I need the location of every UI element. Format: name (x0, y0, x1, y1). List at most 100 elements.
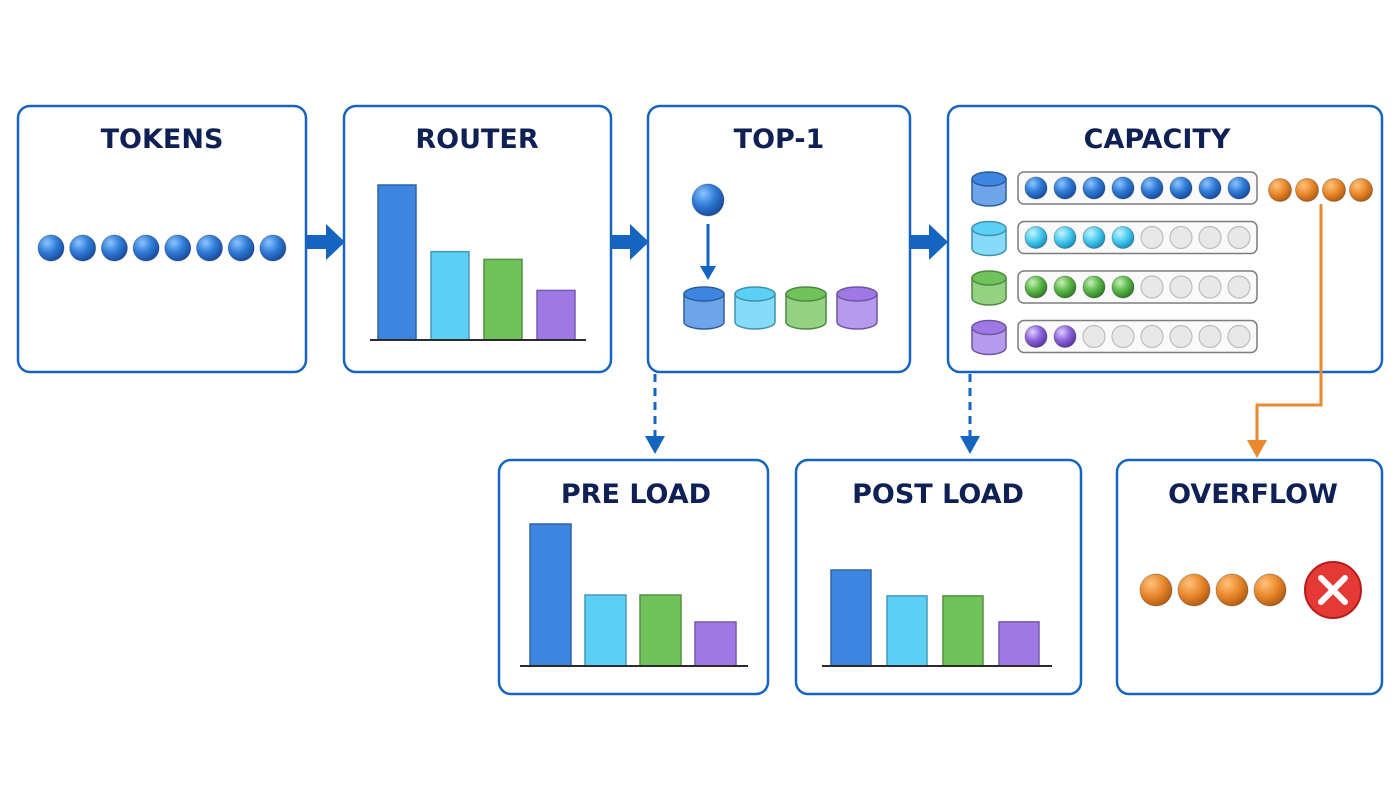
capacity-slot-filled (1082, 226, 1106, 249)
capacity-slots (971, 171, 1258, 356)
panel-overflow: OVERFLOW (1115, 458, 1384, 696)
capacity-slot-filled (1024, 176, 1048, 200)
capacity-slot-empty (1140, 225, 1164, 250)
token (37, 234, 65, 262)
panel-router: ROUTER (342, 104, 613, 374)
capacity-expert-cylinder-1 (971, 171, 1007, 207)
capacity-slot-empty (1169, 275, 1193, 299)
route-arrow-head (700, 266, 716, 280)
capacity-slot-filled (1140, 176, 1164, 200)
expert-cylinder-1 (683, 286, 725, 330)
capacity-slot-filled (1024, 226, 1048, 249)
token (196, 234, 223, 262)
panel-title-tokens: TOKENS (101, 124, 224, 155)
capacity-slot-filled (1053, 325, 1077, 348)
router-bar-chart (370, 184, 586, 341)
panel-title-overflow: OVERFLOW (1168, 479, 1338, 510)
router-bars-bar-2 (430, 250, 470, 341)
capacity-slot-empty (1082, 324, 1106, 349)
capacity-slot-empty (1140, 324, 1164, 349)
panel-title-post-load: POST LOAD (852, 479, 1024, 510)
overflow-token (1268, 178, 1292, 202)
capacity-slot-filled (1111, 275, 1135, 299)
expert-cylinder-3 (785, 286, 827, 330)
selected-token (691, 183, 725, 217)
capacity-slot-empty (1227, 225, 1251, 250)
panel-title-top1: TOP-1 (734, 124, 825, 155)
capacity-slot-filled (1111, 226, 1135, 249)
top1-selection (683, 183, 878, 330)
pre-bars-bar-2 (584, 594, 627, 667)
pre-bars-bar-1 (529, 523, 572, 667)
overflow-token (1349, 178, 1373, 202)
overflow-token (1295, 178, 1319, 202)
capacity-slot-filled (1111, 176, 1135, 200)
capacity-slot-empty (1227, 275, 1251, 299)
dropped-token-row (1139, 573, 1287, 607)
capacity-slot-filled (1024, 275, 1048, 299)
arrow-tokens-to-router (307, 224, 345, 260)
capacity-slot-frame-4 (1017, 319, 1258, 354)
capacity-slot-empty (1140, 275, 1164, 299)
arrow-top1-to-capacity (910, 224, 948, 260)
capacity-expert-cylinder-4 (971, 319, 1007, 356)
x-circle-icon (1304, 561, 1362, 619)
token (132, 234, 160, 262)
capacity-expert-cylinder-2 (971, 220, 1007, 257)
router-bars-bar-4 (536, 289, 576, 341)
dashed-arrow-capacity-to-post-load (960, 374, 980, 454)
token-row (37, 234, 287, 262)
panel-tokens: TOKENS (16, 104, 308, 374)
capacity-slot-empty (1227, 324, 1251, 349)
capacity-slot-filled (1082, 275, 1106, 299)
capacity-slot-filled (1053, 226, 1077, 249)
capacity-slot-filled (1024, 325, 1048, 348)
capacity-overflow-tokens (1268, 178, 1373, 202)
pre-bars-bar-3 (639, 594, 682, 667)
panel-capacity: CAPACITY (946, 104, 1384, 374)
router-bars-bar-3 (483, 258, 523, 341)
dashed-arrow-top1-to-pre-load (645, 374, 665, 454)
token (164, 234, 192, 262)
capacity-slot-filled (1082, 176, 1106, 200)
token (69, 234, 97, 262)
capacity-slot-frame-3 (1017, 270, 1258, 304)
panel-top1: TOP-1 (646, 104, 912, 374)
panel-title-pre-load: PRE LOAD (561, 479, 711, 510)
arrow-router-to-top1 (611, 224, 649, 260)
capacity-slot-filled (1053, 176, 1077, 200)
pre-bars-bar-4 (694, 621, 737, 667)
post-load-bar-chart (822, 569, 1052, 667)
capacity-slot-empty (1198, 324, 1222, 349)
post-bars-bar-2 (886, 595, 928, 667)
panel-pre-load: PRE LOAD (497, 458, 770, 696)
post-bars-bar-1 (830, 569, 872, 667)
pre-load-bar-chart (520, 523, 748, 667)
capacity-slot-filled (1227, 176, 1251, 200)
capacity-slot-filled (1169, 176, 1193, 200)
capacity-slot-empty (1198, 225, 1222, 250)
overflow-token (1322, 178, 1346, 202)
arrow-capacity-to-overflow (1247, 204, 1323, 458)
expert-cylinder-2 (734, 286, 776, 330)
capacity-slot-filled (1198, 176, 1222, 200)
dropped-token (1139, 573, 1173, 607)
capacity-slot-empty (1169, 324, 1193, 349)
token (227, 234, 255, 262)
dropped-token (1177, 573, 1211, 607)
capacity-slot-empty (1111, 324, 1135, 349)
capacity-slot-filled (1053, 275, 1077, 299)
dropped-token (1253, 573, 1287, 607)
post-bars-bar-4 (998, 621, 1040, 667)
capacity-slot-empty (1169, 225, 1193, 250)
panel-title-capacity: CAPACITY (1084, 124, 1231, 155)
capacity-expert-cylinder-3 (971, 270, 1007, 306)
dropped-token (1215, 573, 1249, 607)
capacity-slot-frame-1 (1017, 171, 1258, 205)
expert-cylinder-4 (836, 286, 878, 330)
panel-title-router: ROUTER (415, 124, 539, 155)
token (259, 234, 287, 262)
post-bars-bar-3 (942, 595, 984, 667)
capacity-slot-frame-2 (1017, 220, 1258, 255)
